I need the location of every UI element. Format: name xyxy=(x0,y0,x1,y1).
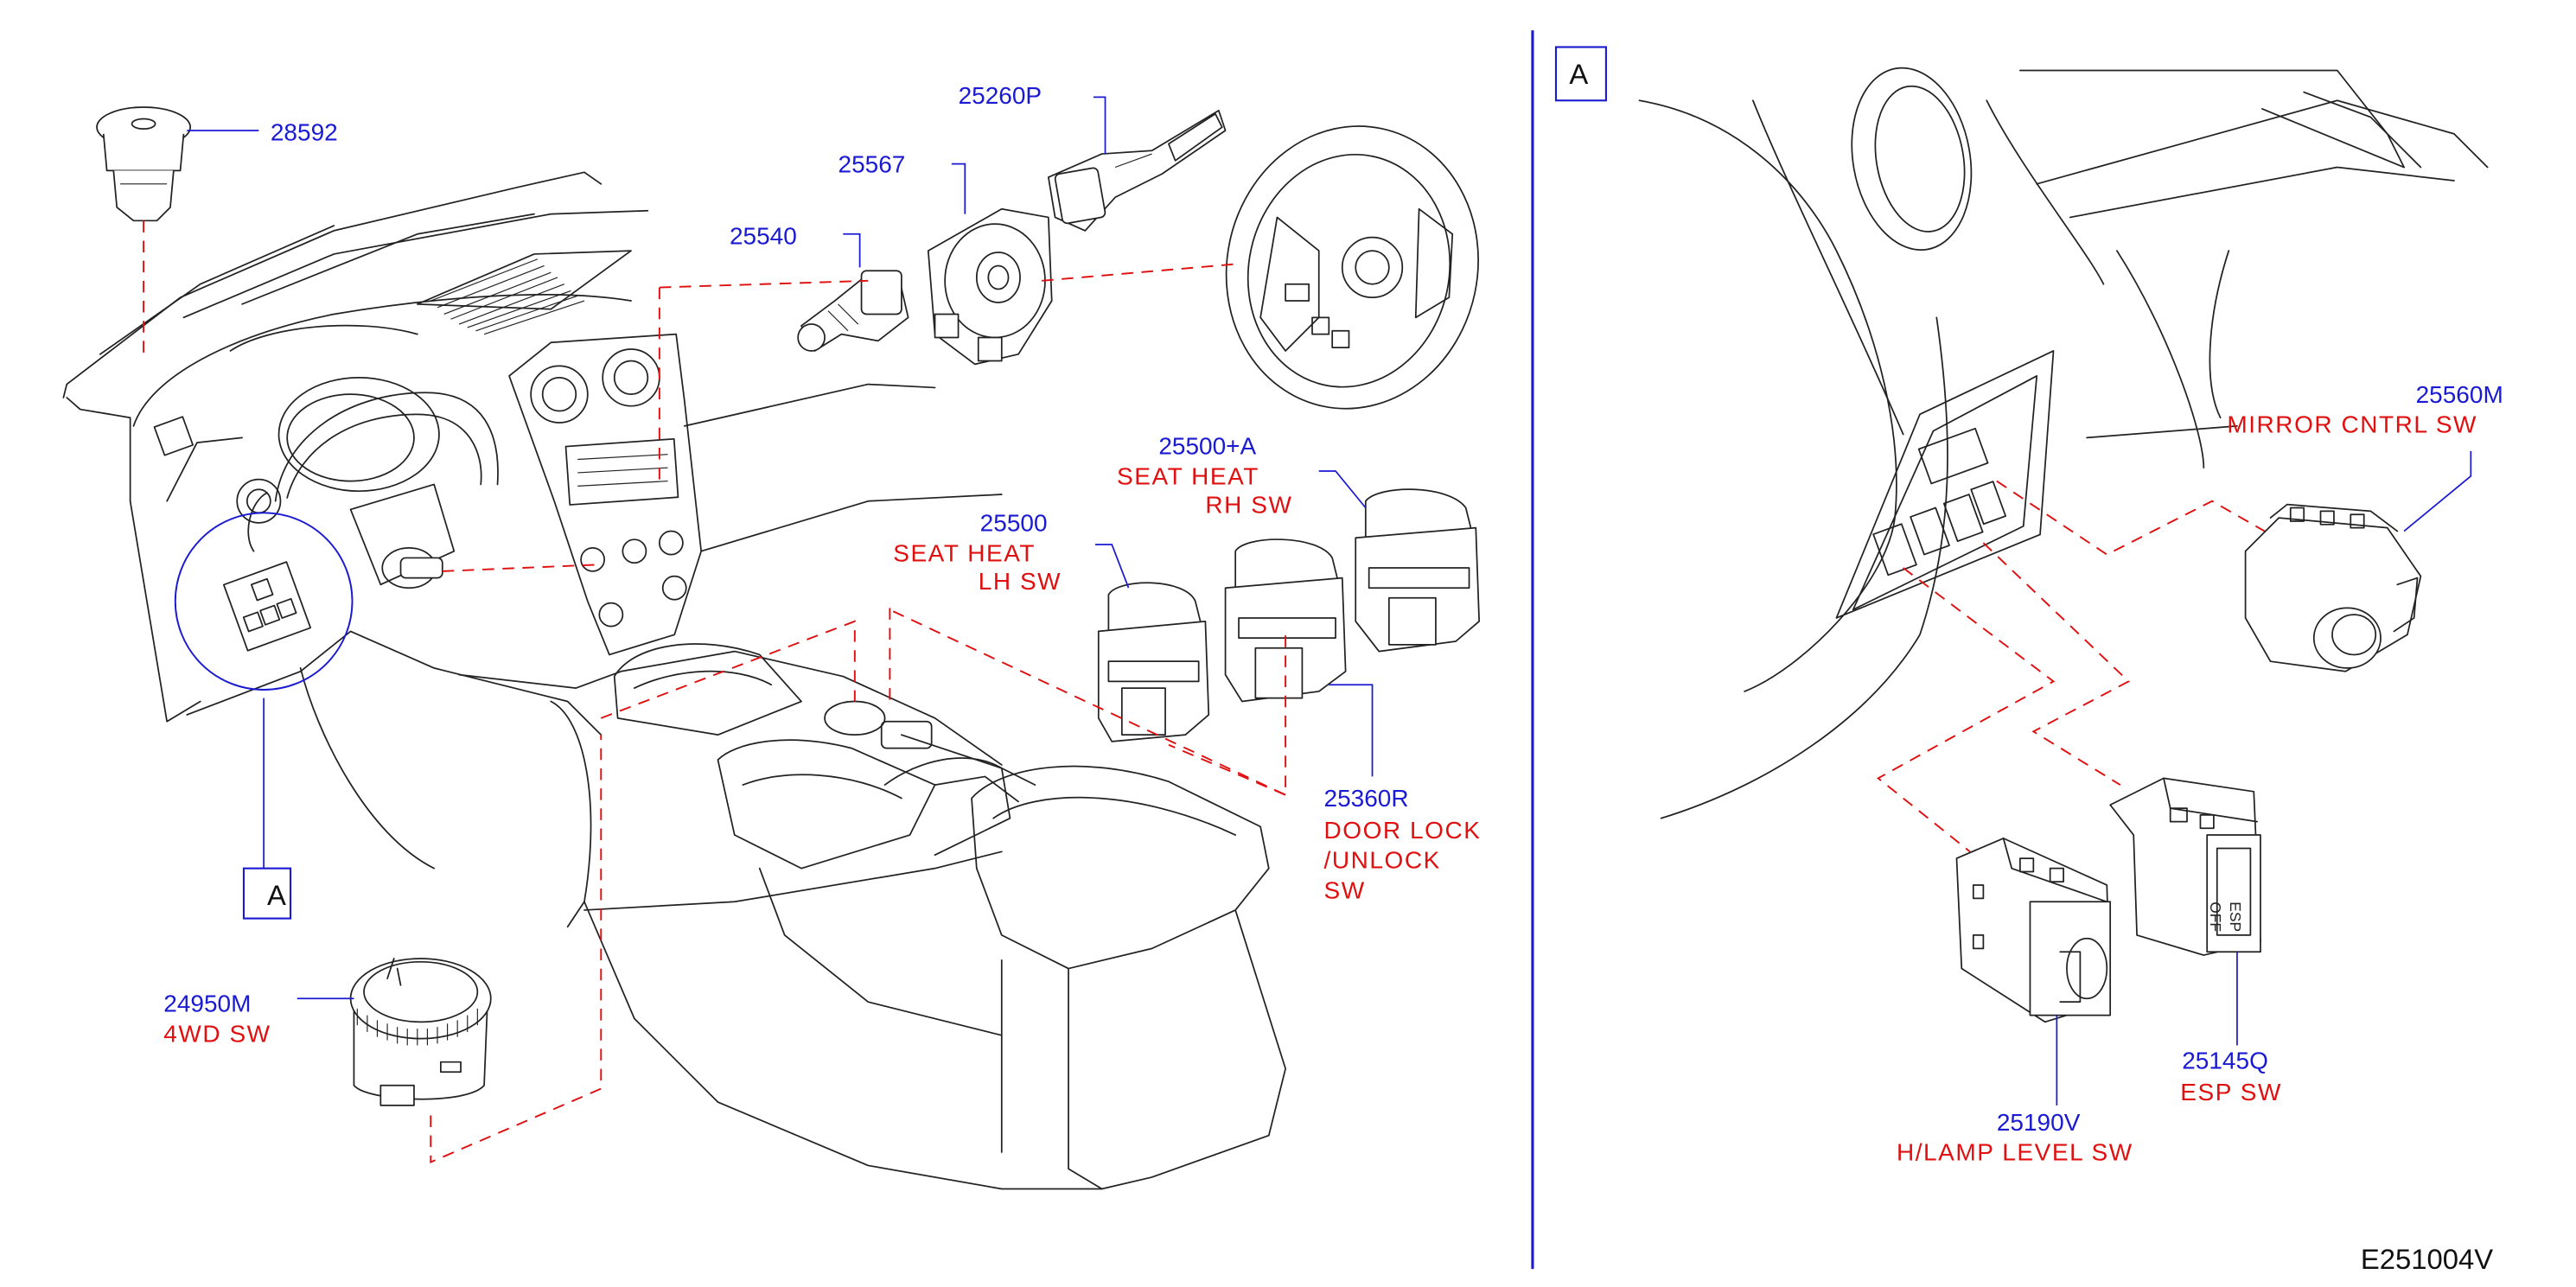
part-25500a-seat-heat-rh xyxy=(1318,470,1481,653)
label-25500a: 25500+A xyxy=(1158,433,1256,460)
view-a-dash-detail xyxy=(1638,67,2489,819)
desc-25190v: H/LAMP LEVEL SW xyxy=(1897,1139,2133,1166)
desc-25500a-line2: RH SW xyxy=(1205,491,1292,518)
part-25500-seat-heat-lh xyxy=(1094,544,1210,742)
label-24950m: 24950M xyxy=(163,991,251,1017)
esp-label-1: ESP xyxy=(2227,902,2244,932)
part-25560m-mirror-control-switch xyxy=(2244,450,2472,672)
desc-25360r-line3: SW xyxy=(1324,876,1366,903)
part-25190v-hlamp-level-switch xyxy=(1955,838,2112,1105)
part-25360r-door-lock-sw xyxy=(1224,538,1374,777)
label-25560m: 25560M xyxy=(2416,381,2503,408)
part-25145q-esp-switch: ESP OFF xyxy=(2109,777,2261,1046)
desc-25145q: ESP SW xyxy=(2180,1079,2282,1105)
label-25145q: 25145Q xyxy=(2182,1047,2268,1074)
esp-label-2: OFF xyxy=(2207,902,2224,932)
desc-24950m: 4WD SW xyxy=(163,1021,271,1048)
view-a-title-box xyxy=(1554,46,1607,102)
label-25567: 25567 xyxy=(838,150,906,177)
part-25567-spiral-cable xyxy=(927,162,1053,366)
label-25540: 25540 xyxy=(730,222,797,249)
detail-circle xyxy=(174,512,354,691)
desc-25500-line2: LH SW xyxy=(979,568,1062,595)
desc-25360r-line2: /UNLOCK xyxy=(1324,847,1441,874)
dashboard-drawing xyxy=(62,171,1286,1190)
desc-25500a-line1: SEAT HEAT xyxy=(1117,462,1259,489)
desc-25360r-line1: DOOR LOCK xyxy=(1324,817,1482,844)
desc-25500-line1: SEAT HEAT xyxy=(893,539,1036,566)
steering-wheel-drawing xyxy=(1042,125,1479,410)
view-a-marker-left xyxy=(242,867,292,920)
diagram-id: E251004V xyxy=(2361,1243,2493,1275)
label-25360r: 25360R xyxy=(1324,785,1409,812)
view-a-title-label: A xyxy=(1569,58,1588,90)
label-25500: 25500 xyxy=(980,510,1048,537)
part-24950m-4wd-switch xyxy=(296,735,603,1164)
part-28592-clip xyxy=(96,106,259,360)
view-a-marker-left-label: A xyxy=(267,879,286,911)
label-28592: 28592 xyxy=(271,119,338,146)
part-25260p-combination-switch xyxy=(1047,96,1227,232)
label-25260p: 25260P xyxy=(959,82,1043,109)
label-25190v: 25190V xyxy=(1997,1109,2081,1136)
part-25540-lighting-switch xyxy=(797,233,909,352)
desc-25560m: MIRROR CNTRL SW xyxy=(2227,411,2477,438)
